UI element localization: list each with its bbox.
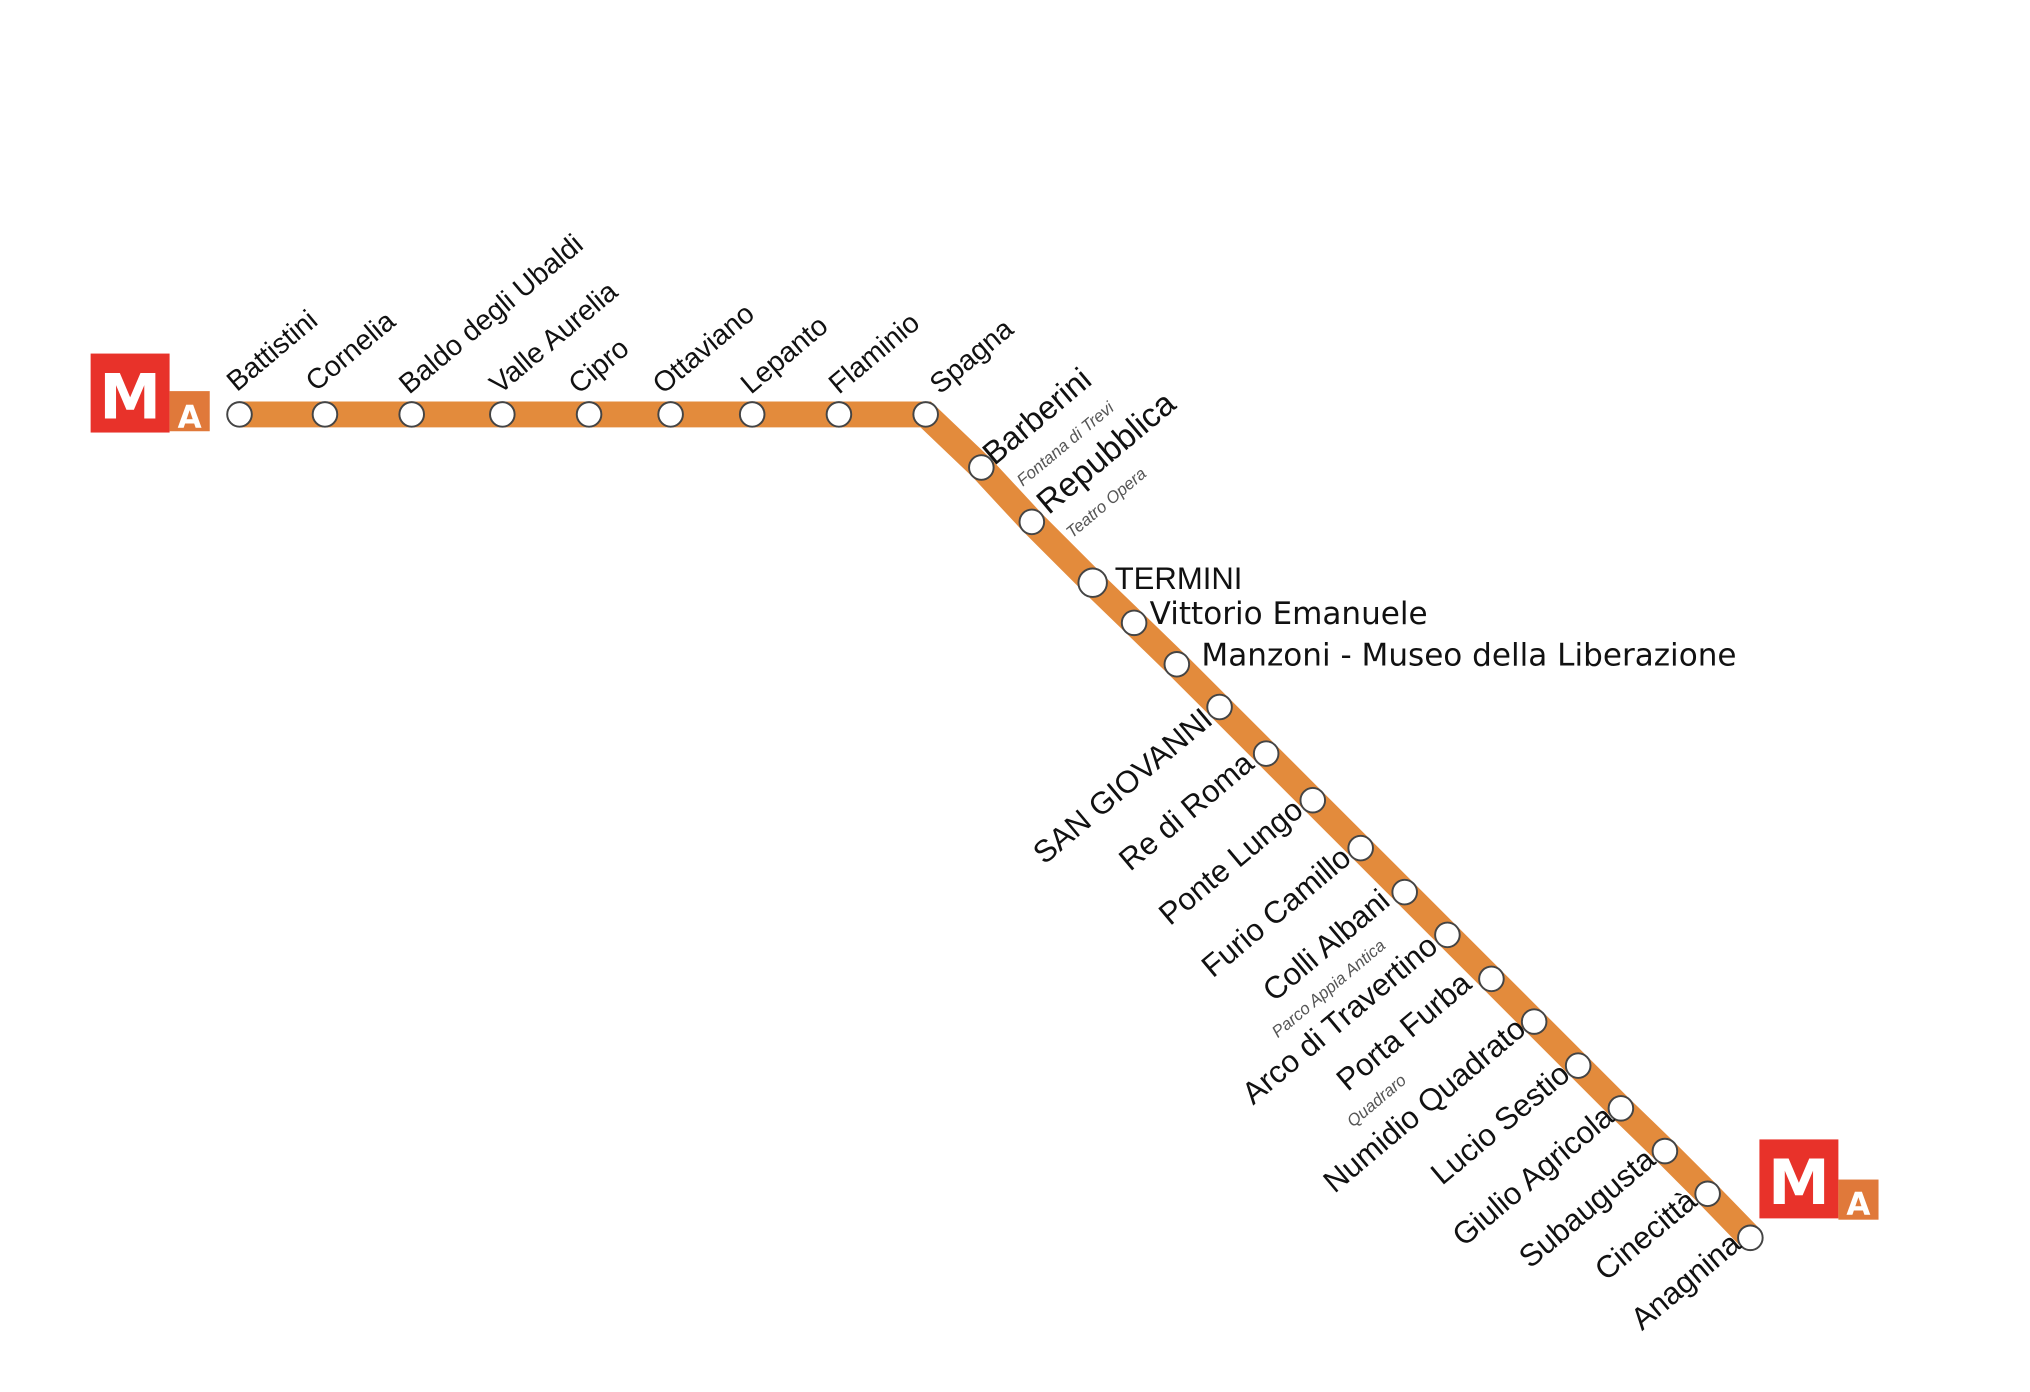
station-marker[interactable] (1520, 1008, 1548, 1035)
line-badge-box (169, 391, 210, 432)
station-marker[interactable] (1347, 834, 1374, 862)
station-label[interactable]: Cipro (563, 332, 636, 400)
station-marker[interactable] (1206, 693, 1233, 721)
station-marker[interactable] (1651, 1137, 1679, 1165)
station-marker[interactable] (1391, 878, 1418, 906)
station-marker[interactable] (1694, 1180, 1721, 1208)
station-label[interactable]: Manzoni - Museo della Liberazione (1201, 638, 1736, 674)
station-marker[interactable] (968, 454, 995, 481)
station-marker[interactable] (1077, 567, 1108, 598)
station-marker[interactable] (1163, 651, 1191, 678)
station-marker[interactable] (1434, 921, 1461, 949)
metro-logo-west: M A (90, 353, 210, 435)
line-letter: A (178, 399, 202, 435)
metro-logo-east: M A (1759, 1139, 1879, 1223)
station-marker[interactable] (1018, 508, 1046, 536)
metro-letter: M (99, 360, 161, 433)
station-marker[interactable] (825, 401, 853, 428)
station-marker[interactable] (398, 401, 425, 428)
station-marker[interactable] (575, 401, 603, 428)
station-marker[interactable] (657, 401, 684, 428)
line-badge-box (1838, 1179, 1879, 1220)
station-label[interactable]: Spagna (924, 313, 1020, 401)
station-marker[interactable] (912, 401, 939, 428)
station-marker[interactable] (1252, 740, 1280, 767)
station-marker[interactable] (1737, 1224, 1764, 1252)
station-label[interactable]: Vittorio Emanuele (1150, 596, 1428, 632)
line-letter: A (1846, 1187, 1870, 1223)
metro-logo-box (90, 353, 170, 433)
station-marker[interactable] (226, 401, 253, 428)
station-marker[interactable] (1564, 1052, 1592, 1079)
station-marker[interactable] (311, 401, 339, 428)
station-marker[interactable] (1478, 965, 1505, 993)
station-label[interactable]: TERMINI (1115, 561, 1243, 596)
station-marker[interactable] (1607, 1095, 1635, 1122)
station-marker[interactable] (489, 401, 516, 428)
station-label[interactable]: Flaminio (823, 307, 926, 401)
metro-letter: M (1768, 1146, 1830, 1219)
metro-logo-box (1759, 1139, 1839, 1219)
station-marker[interactable] (738, 401, 766, 428)
station-marker[interactable] (1120, 609, 1148, 637)
station-marker[interactable] (1299, 786, 1327, 814)
